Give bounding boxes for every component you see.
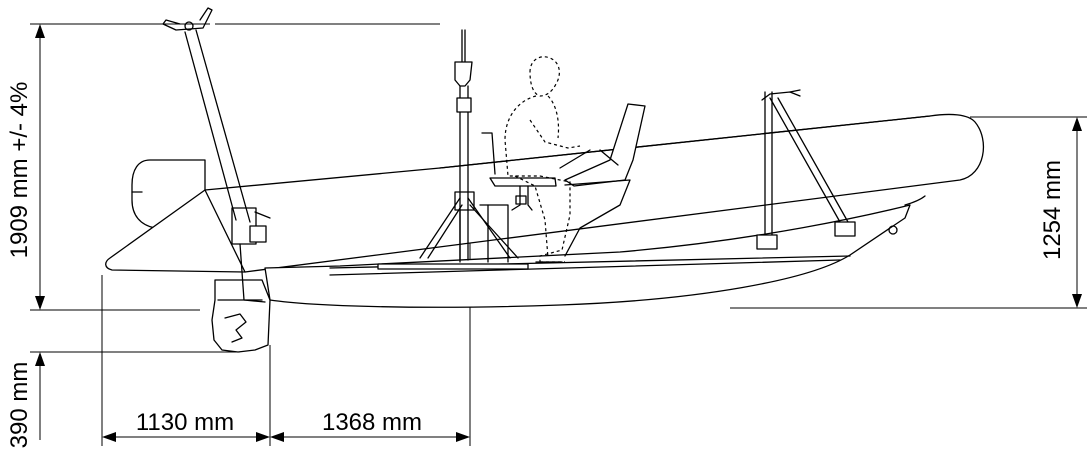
engine-mast bbox=[162, 7, 251, 223]
tube bbox=[105, 113, 985, 273]
transom-bracket bbox=[231, 207, 271, 303]
driver-figure bbox=[504, 56, 581, 263]
dimension-arrows bbox=[35, 24, 1082, 442]
bow-frame bbox=[756, 89, 856, 250]
dimension-labels: 1909 mm +/- 4% 390 mm 1254 mm 1130 mm 13… bbox=[6, 82, 1066, 449]
hull bbox=[264, 195, 926, 308]
tube-height-label: 1254 mm bbox=[1039, 160, 1066, 260]
reference-lines bbox=[30, 23, 1087, 446]
total-height-label: 1909 mm +/- 4% bbox=[6, 82, 33, 259]
center-mast bbox=[419, 29, 519, 263]
console-and-seat bbox=[479, 103, 646, 263]
engine-mast-label: 1368 mm bbox=[322, 409, 422, 436]
below-water-label: 390 mm bbox=[6, 362, 33, 449]
transom-engine-label: 1130 mm bbox=[136, 409, 234, 436]
